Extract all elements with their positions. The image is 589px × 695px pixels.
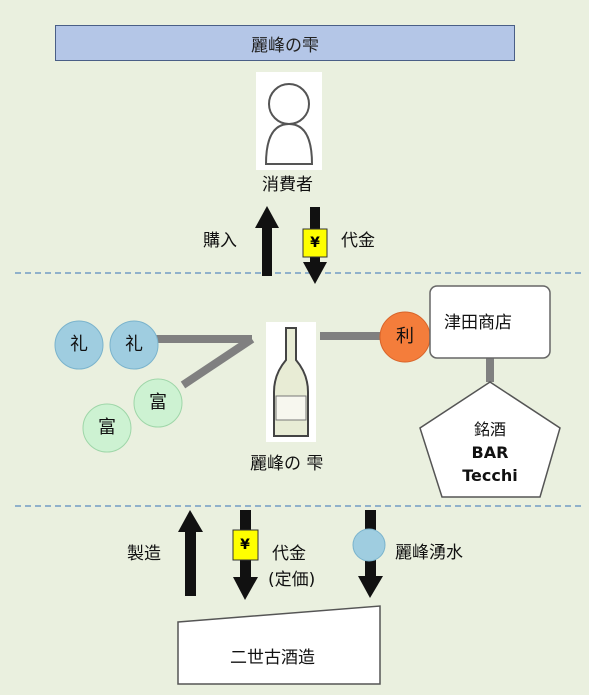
tsuda-shop-box <box>429 285 551 359</box>
payment-label-bottom: 代金 <box>272 544 306 564</box>
consumer-icon <box>256 72 322 170</box>
rei-circle-2 <box>109 320 159 370</box>
ri-label: 利 <box>396 326 414 347</box>
sake-label: 麗峰の 雫 <box>250 454 324 474</box>
manufacture-arrow <box>178 510 203 596</box>
title-text: 麗峰の雫 <box>251 35 319 56</box>
consumer-label: 消費者 <box>262 175 313 195</box>
bar-text: 銘酒 BAR Tecchi <box>445 418 535 488</box>
rei-label-2: 礼 <box>125 334 143 355</box>
payment-label-top: 代金 <box>341 231 375 251</box>
purchase-arrow <box>255 206 279 276</box>
tomi-label-1: 富 <box>149 392 167 413</box>
rei-circle-1 <box>54 320 104 370</box>
page-title: 麗峰の雫 <box>55 25 515 61</box>
payment-arrow-bottom <box>232 510 259 600</box>
payment-arrow-top <box>302 207 328 284</box>
tomi-label-2: 富 <box>98 417 116 438</box>
brewery-label: 二世古酒造 <box>230 648 315 668</box>
tomi-circle-1 <box>133 378 183 428</box>
water-label: 麗峰湧水 <box>395 543 463 563</box>
payment-note: (定価) <box>268 570 316 590</box>
purchase-label: 購入 <box>203 231 237 251</box>
yen-bottom: ¥ <box>240 537 250 553</box>
yen-top: ¥ <box>310 235 320 251</box>
sake-bottle-icon <box>266 322 316 442</box>
bar-line-3: Tecchi <box>462 466 518 486</box>
brewery-box <box>177 605 381 685</box>
tsuda-shop-label: 津田商店 <box>444 313 512 333</box>
tomi-circle-2 <box>82 403 132 453</box>
bar-line-1: 銘酒 <box>473 420 506 439</box>
bar-line-2: BAR <box>471 443 509 463</box>
bar-pentagon <box>419 381 561 498</box>
rei-label-1: 礼 <box>70 334 88 355</box>
manufacture-label: 製造 <box>127 544 161 564</box>
water-arrow <box>352 510 386 598</box>
